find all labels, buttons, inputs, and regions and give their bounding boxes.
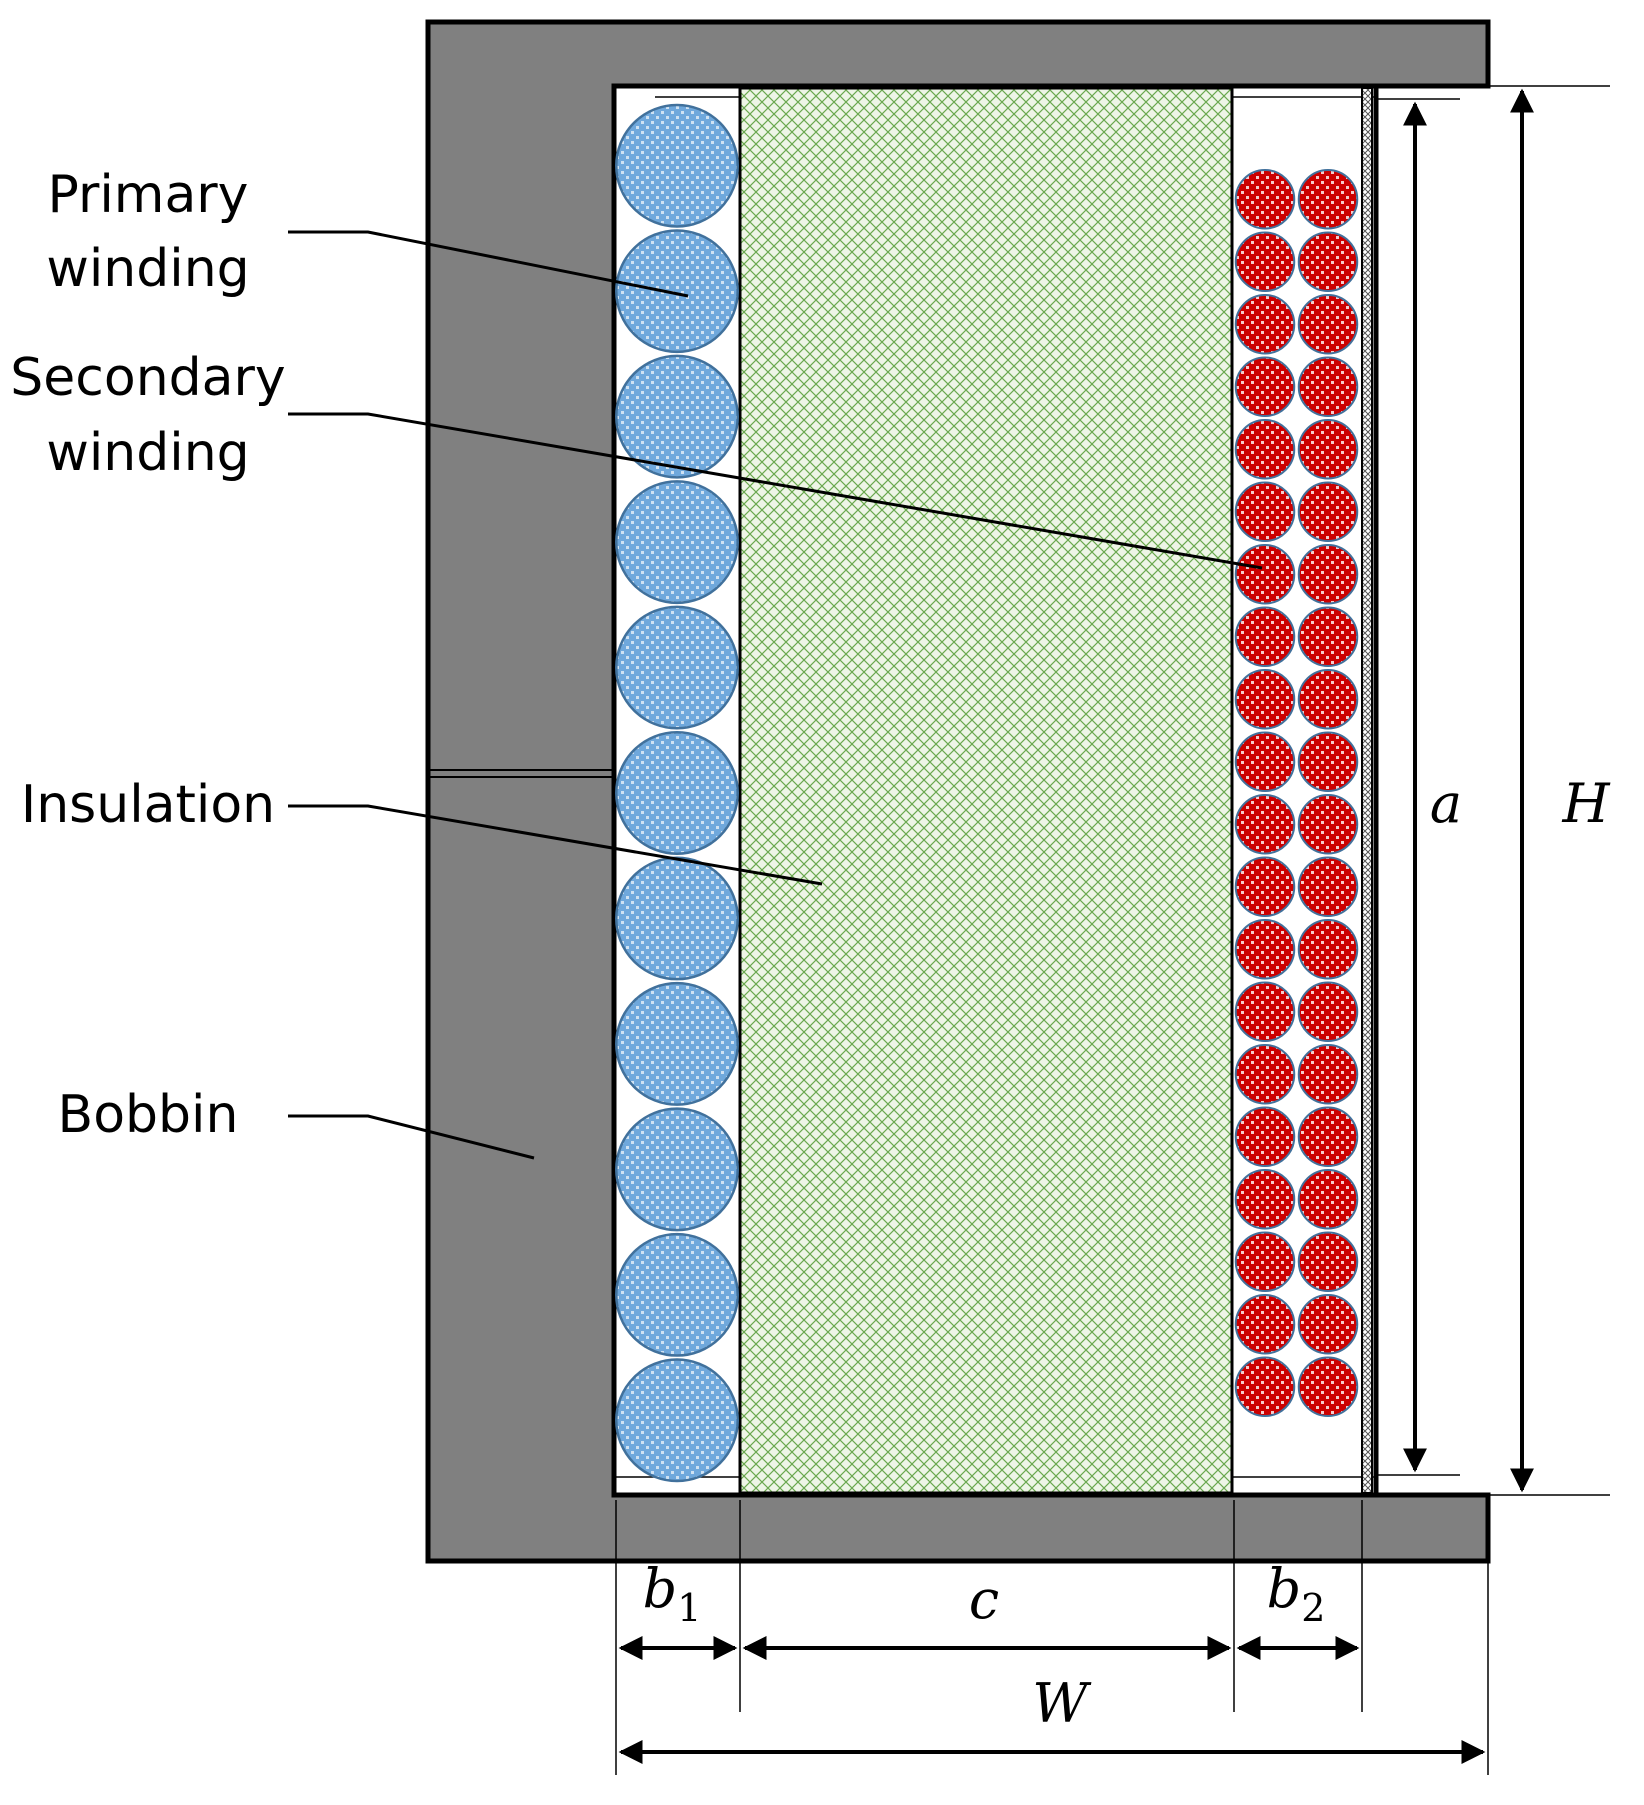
secondary-conductor <box>1297 606 1359 667</box>
secondary-winding-label-line2: winding <box>46 423 249 483</box>
secondary-conductor <box>1234 669 1296 730</box>
primary-winding <box>615 103 739 1483</box>
secondary-conductor <box>1234 419 1296 480</box>
secondary-conductor <box>1234 856 1296 917</box>
secondary-conductor <box>1234 794 1296 855</box>
primary-winding-label-line1: Primary <box>48 165 249 225</box>
primary-conductor <box>615 731 739 855</box>
secondary-conductor <box>1234 1294 1296 1355</box>
bobbin-label: Bobbin <box>58 1085 239 1145</box>
primary-conductor <box>615 354 739 479</box>
secondary-conductor <box>1234 231 1296 292</box>
secondary-conductor <box>1234 919 1296 980</box>
secondary-conductor <box>1234 356 1296 417</box>
secondary-conductor <box>1234 1356 1296 1417</box>
primary-conductor <box>615 1358 739 1483</box>
primary-winding-label-line2: winding <box>46 239 249 299</box>
secondary-conductor <box>1297 919 1359 980</box>
dimension-w-label: W <box>1032 1672 1092 1735</box>
secondary-conductor <box>1234 1044 1296 1105</box>
secondary-conductor <box>1234 481 1296 542</box>
primary-conductor <box>615 981 739 1106</box>
dimension-a-label: a <box>1430 772 1462 835</box>
insulation-label: Insulation <box>21 775 275 835</box>
insulation-leader <box>288 804 823 886</box>
secondary-conductor <box>1234 981 1296 1042</box>
primary-conductor <box>615 103 739 228</box>
secondary-conductor <box>1297 731 1359 792</box>
primary-conductor <box>615 229 739 354</box>
secondary-winding-leader <box>288 412 1263 570</box>
secondary-conductor <box>1297 856 1359 917</box>
primary-winding-leader <box>288 230 689 298</box>
secondary-conductor <box>1297 544 1359 605</box>
secondary-conductor <box>1234 294 1296 355</box>
dimension-h-label: H <box>1561 772 1610 835</box>
secondary-conductor <box>1297 1044 1359 1105</box>
primary-conductor <box>615 605 739 730</box>
primary-conductor <box>615 1232 739 1357</box>
secondary-conductor <box>1297 356 1359 417</box>
secondary-conductor <box>1297 419 1359 480</box>
secondary-conductor <box>1297 1169 1359 1230</box>
secondary-conductor <box>1234 169 1296 230</box>
secondary-conductor <box>1234 606 1296 667</box>
secondary-conductor <box>1234 544 1296 605</box>
secondary-conductor <box>1234 1231 1296 1292</box>
outer-insulation-strip <box>1361 87 1373 1494</box>
secondary-conductor <box>1297 1231 1359 1292</box>
secondary-conductor <box>1297 1356 1359 1417</box>
secondary-winding <box>1234 169 1359 1417</box>
primary-conductor <box>615 856 739 981</box>
secondary-conductor <box>1297 981 1359 1042</box>
secondary-conductor <box>1297 481 1359 542</box>
secondary-conductor <box>1234 731 1296 792</box>
secondary-winding-label-line1: Secondary <box>10 348 285 408</box>
dimension-c-label: c <box>969 1568 999 1631</box>
secondary-conductor <box>1297 1294 1359 1355</box>
dimension-b1-label: b1 <box>643 1557 702 1630</box>
secondary-conductor <box>1297 794 1359 855</box>
secondary-conductor <box>1297 169 1359 230</box>
secondary-conductor <box>1297 669 1359 730</box>
secondary-conductor <box>1234 1169 1296 1230</box>
secondary-conductor <box>1297 1106 1359 1167</box>
dimension-b2-label: b2 <box>1267 1557 1326 1630</box>
secondary-conductor <box>1297 231 1359 292</box>
secondary-conductor <box>1234 1106 1296 1167</box>
primary-conductor <box>615 1107 739 1232</box>
bobbin-leader <box>288 1114 535 1160</box>
primary-conductor <box>615 480 739 605</box>
secondary-conductor <box>1297 294 1359 355</box>
insulation-block <box>738 86 1234 1495</box>
